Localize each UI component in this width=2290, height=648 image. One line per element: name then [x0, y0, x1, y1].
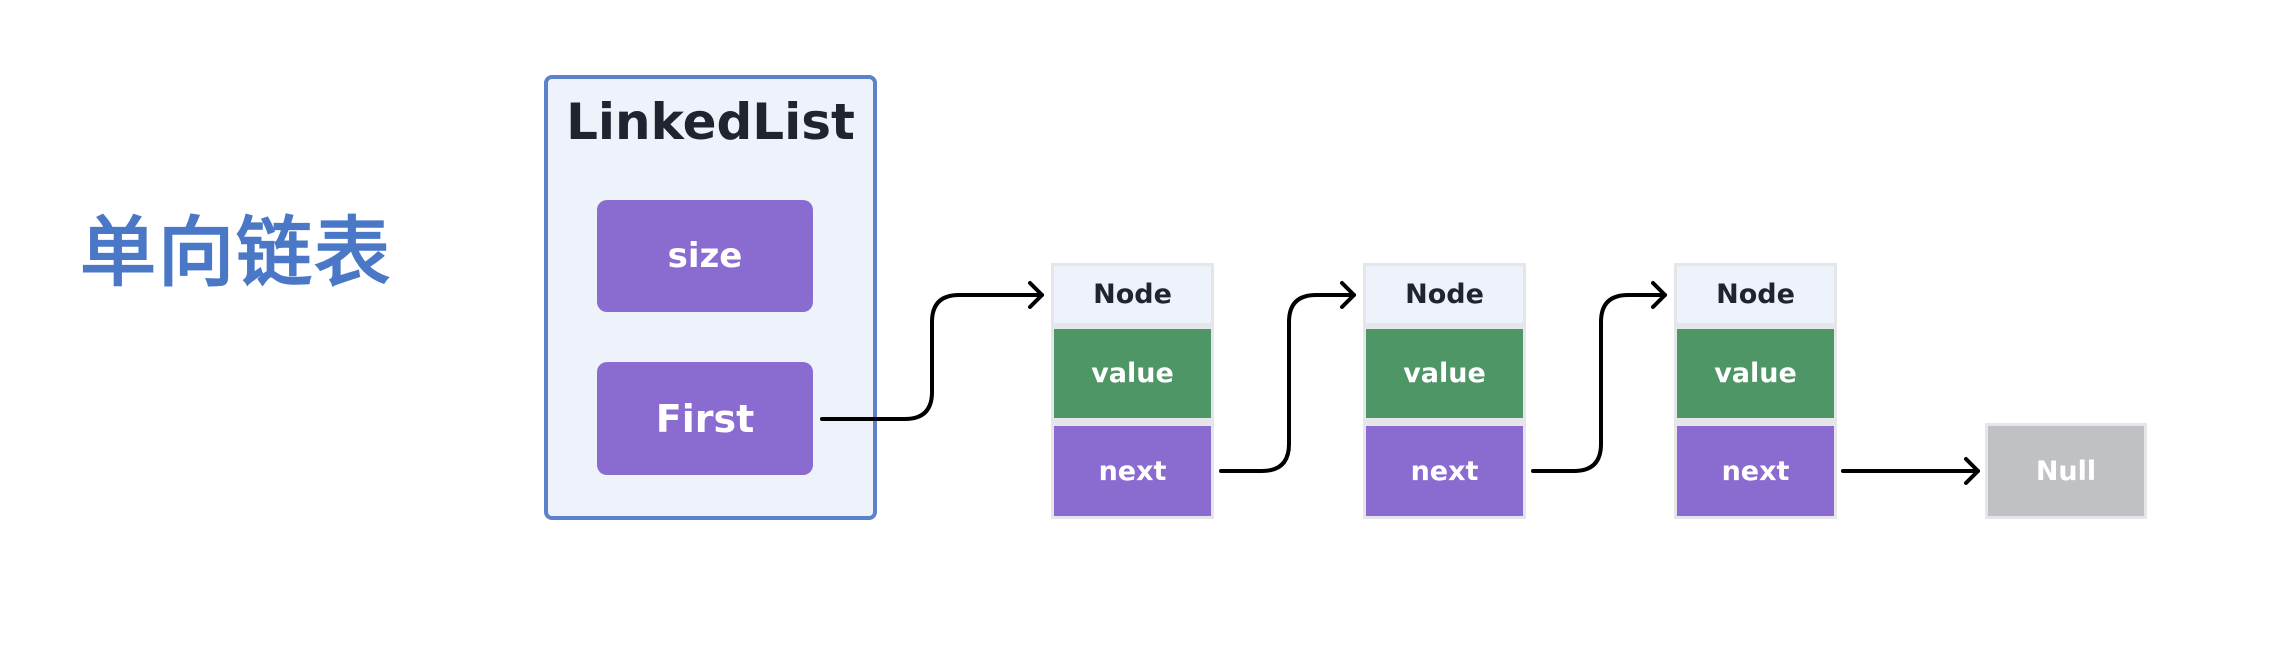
arrow-first-to-node-1 — [820, 293, 1044, 421]
node-3-header: Node — [1677, 266, 1834, 323]
node-3-value: value — [1677, 329, 1834, 418]
linkedlist-title: LinkedList — [566, 93, 855, 151]
arrowhead-node-2 — [1340, 281, 1356, 309]
node-1-header: Node — [1054, 266, 1211, 323]
node-3: Node value next — [1674, 263, 1837, 519]
first-field: First — [597, 362, 813, 475]
node-2-header: Node — [1366, 266, 1523, 323]
arrowhead-null — [1964, 457, 1980, 485]
node-3-next: next — [1677, 426, 1834, 516]
null-terminal: Null — [1985, 423, 2147, 519]
diagram-title: 单向链表 — [80, 208, 392, 297]
node-1-next: next — [1054, 426, 1211, 516]
arrowhead-node-1 — [1028, 281, 1044, 309]
node-2: Node value next — [1363, 263, 1526, 519]
arrow-node-1-to-node-2 — [1219, 293, 1356, 473]
node-2-next: next — [1366, 426, 1523, 516]
size-field: size — [597, 200, 813, 312]
node-1-value: value — [1054, 329, 1211, 418]
node-2-value: value — [1366, 329, 1523, 418]
arrow-node-2-to-node-3 — [1531, 293, 1667, 473]
arrowhead-node-3 — [1651, 281, 1667, 309]
node-1: Node value next — [1051, 263, 1214, 519]
